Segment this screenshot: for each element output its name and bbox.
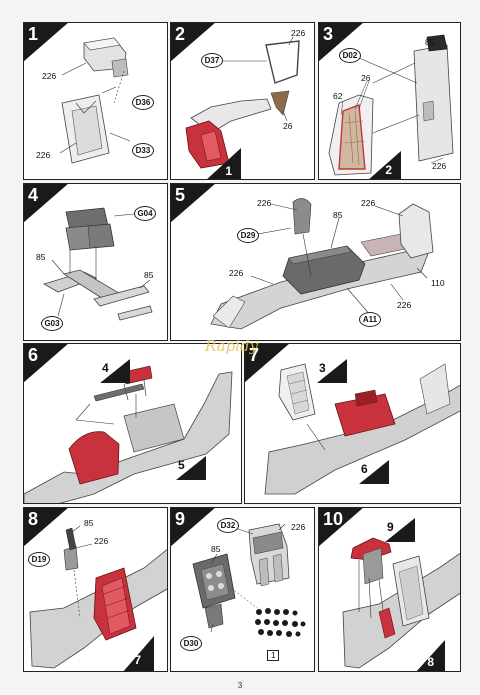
step-9-box-label: 1 [267,650,280,661]
step-1-drawing [59,37,131,164]
watermark: Rapidy [205,337,259,355]
step-5-drawing [210,198,434,330]
step-5-panel: 5 226 85 226 226 110 226 D29 A11 [170,183,461,341]
step-3-badge: 3 [319,23,364,62]
step-10-badge: 10 [319,508,364,547]
step-6-ref-4-number: 4 [102,361,109,375]
step-6-number: 6 [28,345,39,365]
step-5-label-e: 110 [431,278,445,288]
step-1-badge: 1 [24,23,69,62]
step-6-ref-5: 5 [176,456,206,480]
step-7-panel: 7 3 6 [244,343,461,504]
step-10-drawing [342,537,460,671]
step-7-ref-3-number: 3 [319,361,326,375]
step-5-label-a: 226 [257,198,272,208]
step-2-label-a: 226 [291,28,306,38]
step-4-drawing [42,207,153,321]
step-1-part-d36: D36 [132,95,154,110]
step-6-ref-4: 4 [100,359,130,383]
step-9-panel: 9 226 85 [170,507,315,672]
step-10-ref-9: 9 [385,518,415,542]
step-2-number: 2 [175,24,186,44]
step-8-ref-number: 7 [134,653,141,667]
step-3-panel: 3 85 26 62 226 D02 2 [318,22,461,180]
step-10-ref-9-number: 9 [387,520,394,534]
step-9-label-b: 85 [211,544,221,554]
step-5-number: 5 [175,185,186,205]
step-4-label-a: 85 [36,252,46,262]
step-2-ref-number: 1 [225,164,232,178]
step-8-label-a: 85 [84,518,94,528]
step-5-label-f: 226 [397,300,412,310]
step-5-part-a11: A11 [359,312,381,327]
step-10-number: 10 [323,509,344,529]
step-3-part-d02: D02 [339,48,361,63]
step-5-label-d: 226 [229,268,244,278]
step-3-ref: 2 [375,156,405,179]
step-7-ref-6-number: 6 [361,462,368,476]
step-3-label-b: 26 [361,73,371,83]
step-8-number: 8 [28,509,39,529]
step-2-label-b: 26 [283,121,293,131]
step-1-panel: 1 226 226 D36 D33 [23,22,168,180]
step-8-drawing [29,525,167,671]
step-5-part-d29: D29 [237,228,259,243]
step-1-label-a: 226 [42,71,57,81]
step-4-part-g04: G04 [134,206,156,221]
step-1-label-b: 226 [36,150,51,160]
step-6-ref-5-number: 5 [178,458,185,472]
step-8-part-d19: D19 [28,552,50,567]
step-9-part-d32: D32 [217,518,239,533]
step-7-badge: 7 [245,344,290,383]
step-5-badge: 5 [171,184,216,223]
step-1-number: 1 [28,24,39,44]
step-7-ref-6: 6 [359,460,389,484]
step-8-panel: 8 85 226 D19 7 [23,507,168,672]
step-3-label-a: 85 [425,37,435,47]
step-3-drawing [328,34,454,179]
step-9-drawing [192,523,311,640]
step-8-badge: 8 [24,508,69,547]
step-3-label-c: 62 [333,91,343,101]
step-4-badge: 4 [24,184,69,223]
step-7-drawing [264,363,460,495]
step-3-number: 3 [323,24,334,44]
page-number: 3 [237,681,243,690]
step-6-panel: 6 4 5 [23,343,242,504]
step-4-part-g03: G03 [41,316,63,331]
step-2-drawing [185,36,300,179]
step-7-ref-3: 3 [317,359,347,383]
step-3-ref-number: 2 [385,163,392,177]
step-9-part-d30: D30 [180,636,202,651]
step-6-badge: 6 [24,344,69,383]
step-7-number: 7 [249,345,260,365]
step-4-label-b: 85 [144,270,154,280]
step-8-ref: 7 [124,646,154,670]
step-8-label-b: 226 [94,536,109,546]
step-10-ref-8: 8 [417,648,447,671]
step-5-label-b: 85 [333,210,343,220]
step-10-ref-8-number: 8 [427,655,434,669]
step-2-badge: 2 [171,23,216,62]
step-1-part-d33: D33 [132,143,154,158]
step-2-panel: 2 226 26 D37 1 [170,22,315,180]
step-3-label-d: 226 [432,161,447,171]
step-2-ref: 1 [215,157,245,179]
step-5-label-c: 226 [361,198,376,208]
step-9-label-a: 226 [291,522,306,532]
step-4-panel: 4 85 85 G04 G03 [23,183,168,341]
step-10-panel: 10 9 8 [318,507,461,672]
step-4-number: 4 [28,185,39,205]
step-9-badge: 9 [171,508,216,547]
step-9-number: 9 [175,509,186,529]
step-6-drawing [24,365,233,503]
step-2-part-d37: D37 [201,53,223,68]
